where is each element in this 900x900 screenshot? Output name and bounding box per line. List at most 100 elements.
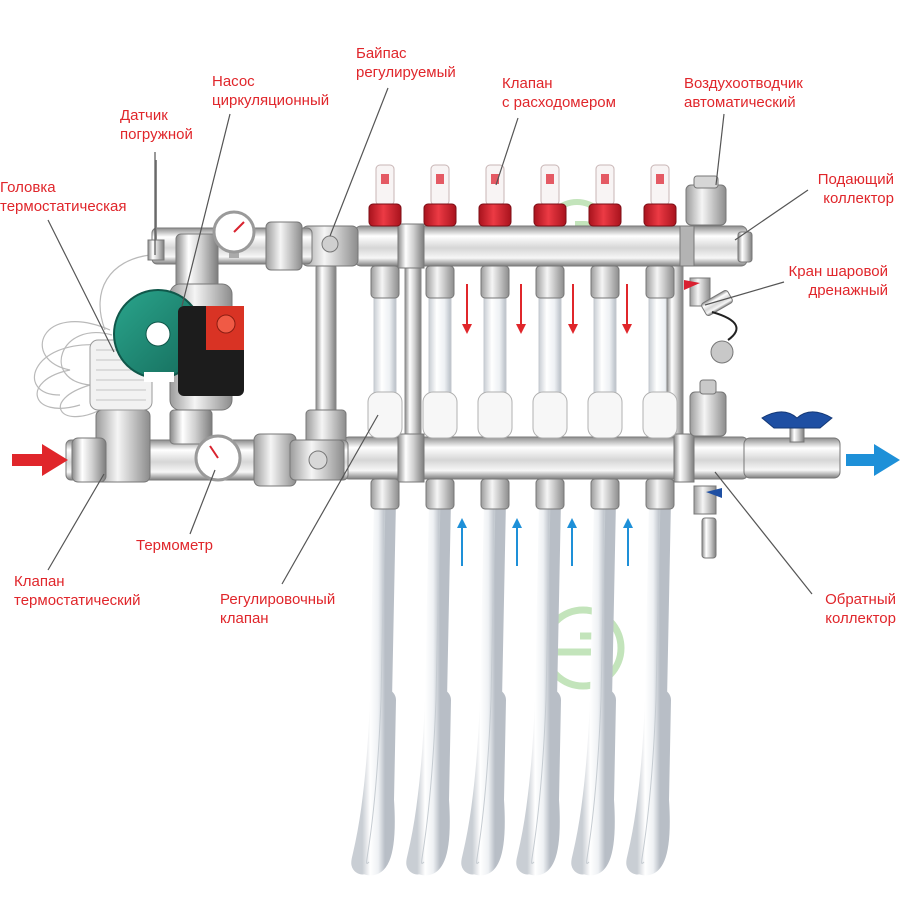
arrow-down-icon (462, 284, 472, 334)
return-valve-cap[interactable] (422, 391, 458, 439)
pex-riser (373, 295, 397, 407)
arrow-down-icon (568, 284, 578, 334)
pex-loop-edge (641, 499, 661, 864)
return-valve-cap[interactable] (642, 391, 678, 439)
return-outlet-fitting (480, 478, 510, 510)
label-line: коллектор (825, 610, 896, 627)
label-line: коллектор (823, 190, 894, 207)
label-line: Обратный (825, 591, 896, 608)
flowmeter-indicator (601, 174, 609, 184)
return-manifold (342, 433, 749, 483)
label-thermostatic-valve: Клапан термостатический (14, 572, 140, 610)
pex-loop (461, 489, 506, 876)
air-vent-supply[interactable] (685, 175, 727, 226)
top-thermometer (212, 210, 256, 258)
pex-loop (626, 489, 671, 876)
label-circulation-pump: Насос циркуляционный (212, 72, 329, 110)
return-valve-cap[interactable] (477, 391, 513, 439)
label-line: с расходомером (502, 94, 616, 111)
pex-loop (351, 489, 396, 876)
pex-loops (351, 295, 672, 876)
flowmeter-cap[interactable] (588, 203, 622, 227)
thermostatic-valve[interactable] (71, 409, 151, 483)
flowmeter-indicator (491, 174, 499, 184)
flowmeter-tube (485, 164, 505, 206)
supply-outlet-fitting (480, 265, 510, 299)
label-line: Клапан (14, 573, 65, 590)
return-valve-cap[interactable] (367, 391, 403, 439)
supply-flow-arrows (462, 284, 632, 334)
circulation-pump[interactable] (113, 283, 244, 411)
label-air-vent: Воздухоотводчик автоматический (684, 74, 803, 112)
label-flowmeter-valve: Клапан с расходомером (502, 74, 616, 112)
label-line: Регулировочный (220, 591, 336, 608)
return-outlet-fitting (425, 478, 455, 510)
label-immersion-sensor: Датчик погружной (120, 106, 193, 144)
drain-valve-supply[interactable] (684, 277, 738, 364)
arrow-right-icon (846, 444, 900, 476)
label-return-manifold: Обратный коллектор (825, 590, 896, 628)
flowmeter-cap[interactable] (368, 203, 402, 227)
supply-end-cap (737, 231, 753, 263)
bypass-valve[interactable] (301, 225, 359, 445)
pex-riser (483, 295, 507, 407)
flowmeter-group (368, 164, 677, 299)
arrow-up-icon (512, 518, 522, 566)
label-line: термостатический (14, 592, 141, 609)
label-line: Воздухоотводчик (684, 75, 803, 92)
arrow-up-icon (623, 518, 633, 566)
label-line: Байпас (356, 45, 407, 62)
air-vent-return[interactable] (689, 379, 727, 437)
label-line: Датчик (120, 107, 168, 124)
label-supply-manifold: Подающий коллектор (818, 170, 894, 208)
label-balancing-valve: Регулировочный клапан (220, 590, 335, 628)
pex-riser (593, 295, 617, 407)
supply-outlet-fitting (590, 265, 620, 299)
flowmeter-cap[interactable] (643, 203, 677, 227)
supply-outlet-fitting (645, 265, 675, 299)
flowmeter-indicator (546, 174, 554, 184)
label-line: Кран шаровой (788, 263, 888, 280)
pex-riser (428, 295, 452, 407)
label-line: регулируемый (356, 64, 456, 81)
pex-loop-edge (421, 499, 441, 864)
pex-riser (538, 295, 562, 407)
flowmeter-tube (375, 164, 395, 206)
pex-loop-edge (531, 499, 551, 864)
pex-loop-edge (476, 499, 496, 864)
return-flow-arrows (457, 518, 633, 566)
arrow-up-icon (567, 518, 577, 566)
flowmeter-tube (595, 164, 615, 206)
label-line: циркуляционный (212, 92, 330, 109)
pex-loop (406, 489, 451, 876)
arrow-down-icon (622, 284, 632, 334)
label-line: Головка (0, 179, 56, 196)
label-line: Насос (212, 73, 255, 90)
flowmeter-cap[interactable] (478, 203, 512, 227)
return-outlet-fitting (370, 478, 400, 510)
return-outlet-fitting (645, 478, 675, 510)
drain-valve-return[interactable] (693, 485, 722, 559)
pump-brand-plate (144, 372, 174, 382)
flowmeter-tube (540, 164, 560, 206)
flowmeter-indicator (381, 174, 389, 184)
flowmeter-cap[interactable] (423, 203, 457, 227)
label-thermometer: Термометр (136, 536, 213, 555)
label-line: термостатическая (0, 198, 127, 215)
flowmeter-cap[interactable] (533, 203, 567, 227)
pex-loop-edge (366, 499, 386, 864)
leader-lines (47, 87, 813, 595)
return-valve-group (367, 391, 678, 510)
label-line: дренажный (808, 282, 888, 299)
supply-outlet-fitting (535, 265, 565, 299)
label-line: погружной (120, 126, 193, 143)
label-line: Подающий (817, 171, 894, 188)
return-valve-cap[interactable] (587, 391, 623, 439)
return-valve-cap[interactable] (532, 391, 568, 439)
label-line: автоматический (684, 94, 796, 111)
pex-loop (571, 489, 616, 876)
pex-loop (516, 489, 561, 876)
label-line: Термометр (136, 537, 214, 554)
outlet-ball-valve[interactable] (743, 411, 841, 479)
